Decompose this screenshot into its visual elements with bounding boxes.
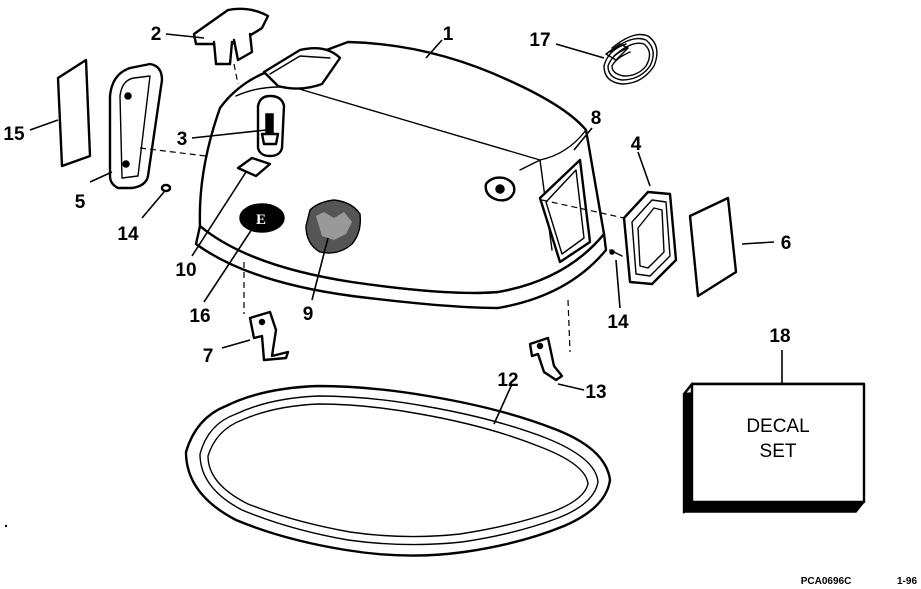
callout-3: 3: [177, 129, 188, 150]
frame-right-part: [622, 190, 678, 286]
callout-7: 7: [203, 346, 214, 367]
decal-line2-label: SET: [760, 441, 797, 462]
bracket-left-part: [243, 262, 290, 362]
cable-part: [603, 33, 658, 85]
callout-12: 12: [497, 370, 518, 391]
callout-10: 10: [175, 260, 196, 281]
callout-8: 8: [591, 108, 602, 129]
drawing-code: PCA0696C: [801, 576, 852, 587]
screen-left-part: [56, 58, 92, 168]
frame-left-part: [108, 62, 207, 190]
callout-5: 5: [75, 192, 86, 213]
callout-9: 9: [303, 304, 314, 325]
callout-14-right: 14: [607, 312, 629, 333]
callout-6: 6: [781, 233, 792, 254]
callout-4: 4: [631, 134, 642, 155]
callout-18: 18: [769, 326, 790, 347]
callout-17: 17: [529, 30, 550, 51]
bracket-right-part: [528, 299, 571, 382]
screen-right-part: [541, 196, 738, 298]
rivet-left-part: [160, 183, 172, 193]
leader-lines: [29, 33, 783, 425]
svg-text:E: E: [256, 212, 266, 228]
stray-dot: [4, 524, 8, 528]
seal-part: [184, 384, 612, 557]
callout-14-left: 14: [117, 224, 139, 245]
callout-15: 15: [3, 124, 25, 145]
callout-16: 16: [189, 306, 210, 327]
cover-part: E: [194, 40, 608, 310]
decal-set-part: [682, 381, 866, 515]
drawing-date: 1-96: [897, 576, 917, 587]
rivet-right-part: [609, 249, 623, 257]
callout-1: 1: [443, 24, 454, 45]
latch-handle-part: [192, 7, 270, 85]
decal-line1-label: DECAL: [746, 416, 809, 437]
callout-2: 2: [151, 24, 162, 45]
callout-13: 13: [585, 382, 606, 403]
screw-part: [260, 113, 280, 146]
